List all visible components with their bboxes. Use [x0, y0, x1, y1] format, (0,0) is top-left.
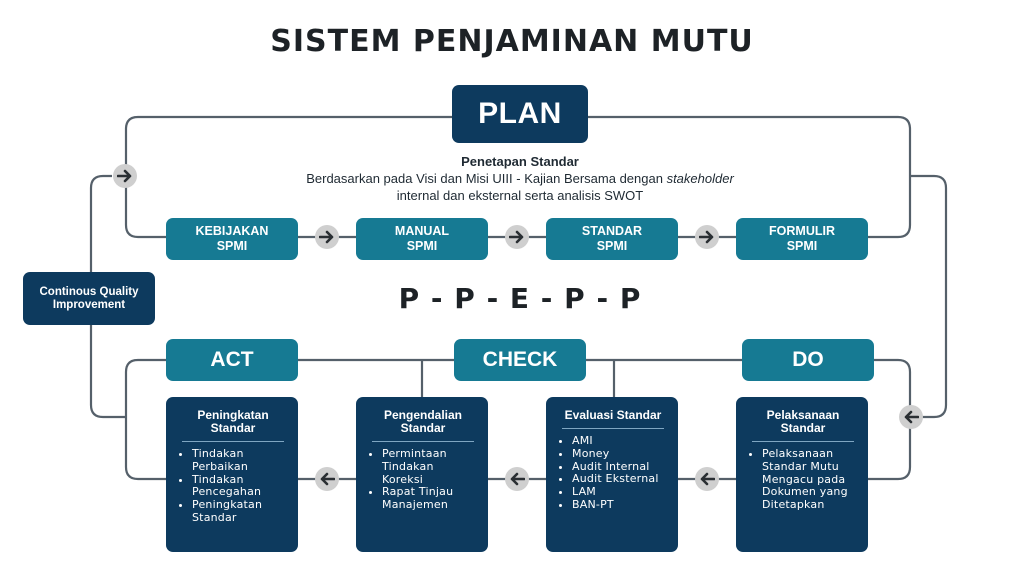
card-item: Tindakan Perbaikan [192, 447, 288, 474]
card-title: Evaluasi Standar [562, 409, 664, 429]
card-item: Rapat Tinjau Manajemen [382, 486, 478, 512]
card-title: Peningkatan Standar [182, 409, 284, 442]
plan-box: PLAN [452, 85, 588, 143]
arrow-left-icon [899, 405, 923, 429]
plan-desc-italic: stakeholder [666, 171, 734, 186]
card-item: LAM [572, 485, 668, 499]
card-item: Pelaksanaan Standar Mutu Mengacu pada Do… [762, 447, 858, 512]
step-label-line1: FORMULIR [769, 224, 835, 238]
ppepp-label: P - P - E - P - P [398, 282, 642, 315]
step-standar-spmi: STANDAR SPMI [546, 218, 678, 260]
continuous-quality-improvement-box: Continous Quality Improvement [23, 272, 155, 325]
check-box: CHECK [454, 339, 586, 381]
plan-description: Penetapan Standar Berdasarkan pada Visi … [270, 153, 770, 204]
plan-heading: Penetapan Standar [461, 154, 579, 169]
plan-desc-text: Berdasarkan pada Visi dan Misi UIII - Ka… [306, 171, 667, 186]
arrow-right-icon [505, 225, 529, 249]
card-peningkatan-standar: Peningkatan Standar Tindakan Perbaikan T… [166, 397, 298, 552]
card-item: Audit Internal [572, 460, 668, 474]
step-label-line2: SPMI [786, 239, 818, 253]
card-item: Audit Eksternal [572, 473, 668, 486]
card-item: Permintaan Tindakan Koreksi [382, 447, 478, 486]
plan-desc-line2: internal dan eksternal serta analisis SW… [396, 188, 644, 203]
step-label-line1: KEBIJAKAN [195, 224, 269, 238]
act-box: ACT [166, 339, 298, 381]
step-kebijakan-spmi: KEBIJAKAN SPMI [166, 218, 298, 260]
arrow-left-icon [505, 467, 529, 491]
arrow-left-icon [315, 467, 339, 491]
do-box: DO [742, 339, 874, 381]
arrow-right-icon [695, 225, 719, 249]
step-label-line1: MANUAL [394, 224, 450, 238]
step-label-line2: SPMI [406, 239, 438, 253]
card-pelaksanaan-standar: Pelaksanaan Standar Pelaksanaan Standar … [736, 397, 868, 552]
card-item: BAN-PT [572, 498, 668, 512]
card-title: Pengendalian Standar [372, 409, 474, 442]
card-pengendalian-standar: Pengendalian Standar Permintaan Tindakan… [356, 397, 488, 552]
step-formulir-spmi: FORMULIR SPMI [736, 218, 868, 260]
step-manual-spmi: MANUAL SPMI [356, 218, 488, 260]
card-item: Tindakan Pencegahan [192, 473, 288, 500]
plan-desc-line1: Berdasarkan pada Visi dan Misi UIII - Ka… [270, 170, 770, 187]
card-evaluasi-standar: Evaluasi Standar AMI Money Audit Interna… [546, 397, 678, 552]
arrow-left-icon [695, 467, 719, 491]
card-item: Money [572, 447, 668, 461]
card-item: Peningkatan Standar [192, 498, 288, 525]
card-title: Pelaksanaan Standar [752, 409, 854, 442]
step-label-line2: SPMI [596, 239, 628, 253]
step-label-line1: STANDAR [581, 224, 643, 238]
page-title: SISTEM PENJAMINAN MUTU [270, 24, 754, 59]
card-item: AMI [572, 434, 668, 448]
arrow-right-icon [315, 225, 339, 249]
step-label-line2: SPMI [216, 239, 248, 253]
arrow-right-icon [113, 164, 137, 188]
